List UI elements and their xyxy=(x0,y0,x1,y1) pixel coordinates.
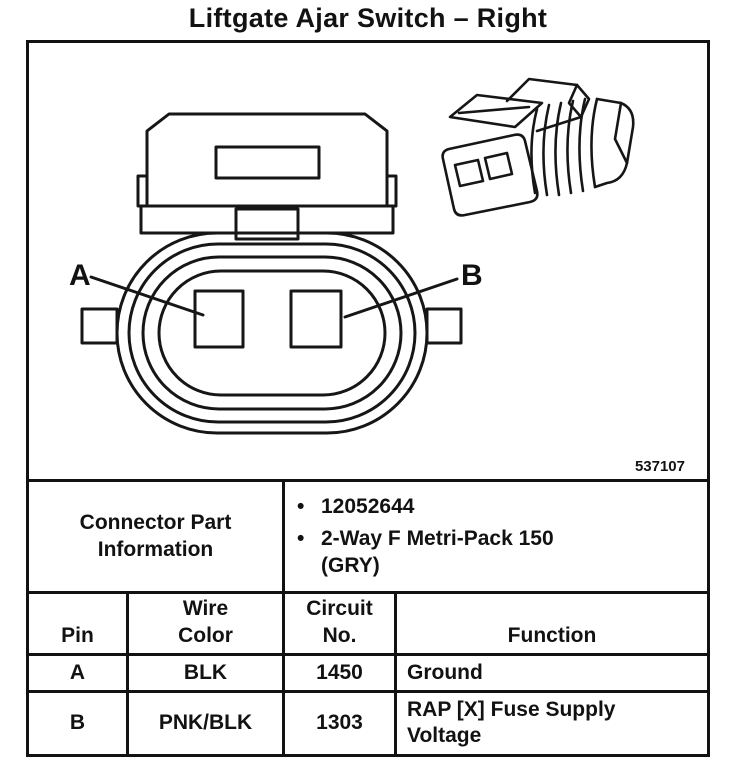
pin-table-header-row: Pin Wire Color Circuit No. Function xyxy=(26,590,710,656)
cell-pin: A xyxy=(26,652,129,694)
terminal-hole-2 xyxy=(483,151,514,181)
diagram-row: A B 537107 xyxy=(26,40,710,482)
function-text: RAP [X] Fuse Supply Voltage xyxy=(407,698,616,748)
connector-perspective-view xyxy=(441,77,635,217)
left-tab xyxy=(80,307,119,345)
bullet-icon: • xyxy=(297,527,305,551)
table-row: A BLK 1450 Ground xyxy=(26,652,710,694)
cell-circuit-no: 1303 xyxy=(282,690,397,757)
connector-type: 2-Way F Metri-Pack 150 (GRY) xyxy=(321,527,554,577)
header-pin: Pin xyxy=(26,590,129,656)
pin-b-label: B xyxy=(461,259,483,292)
pin-a-cavity xyxy=(193,289,245,349)
pin-a-leader-line xyxy=(89,275,205,317)
connector-table: A B 537107 Connector Part Information • … xyxy=(26,40,710,757)
cell-function: RAP [X] Fuse Supply Voltage xyxy=(394,690,710,757)
page-title: Liftgate Ajar Switch – Right xyxy=(188,3,548,33)
function-text: Ground xyxy=(407,660,483,684)
part-number: 12052644 xyxy=(321,495,415,518)
cell-circuit-no: 1450 xyxy=(282,652,397,694)
pin-b-leader-line xyxy=(343,277,459,319)
part-info-list: • 12052644 • 2-Way F Metri-Pack 150 (GRY… xyxy=(297,494,701,579)
pin-a-label: A xyxy=(69,259,91,292)
terminal-hole-1 xyxy=(453,158,485,188)
header-circuit-no: Circuit No. xyxy=(282,590,397,656)
cell-wire-color: BLK xyxy=(126,652,285,694)
header-wire-color: Wire Color xyxy=(126,590,285,656)
table-row: B PNK/BLK 1303 RAP [X] Fuse Supply Volta… xyxy=(26,690,710,757)
header-function: Function xyxy=(394,590,710,656)
connector-part-info-label: Connector Part Information xyxy=(26,479,285,594)
part-info-item: • 2-Way F Metri-Pack 150 (GRY) xyxy=(297,526,701,579)
connector-diagram: A B 537107 xyxy=(69,77,685,475)
cell-pin: B xyxy=(26,690,129,757)
cell-function: Ground xyxy=(394,652,710,694)
connector-part-info-values: • 12052644 • 2-Way F Metri-Pack 150 (GRY… xyxy=(282,479,710,594)
pin-b-cavity xyxy=(289,289,343,349)
right-tab xyxy=(425,307,463,345)
bullet-icon: • xyxy=(297,495,305,518)
connector-info-row: Connector Part Information • 12052644 • … xyxy=(26,479,710,594)
diagram-cell: A B 537107 xyxy=(26,40,710,482)
connector-front-view xyxy=(80,112,463,435)
figure-number: 537107 xyxy=(635,458,685,475)
cell-wire-color: PNK/BLK xyxy=(126,690,285,757)
part-info-item: • 12052644 xyxy=(297,494,701,520)
